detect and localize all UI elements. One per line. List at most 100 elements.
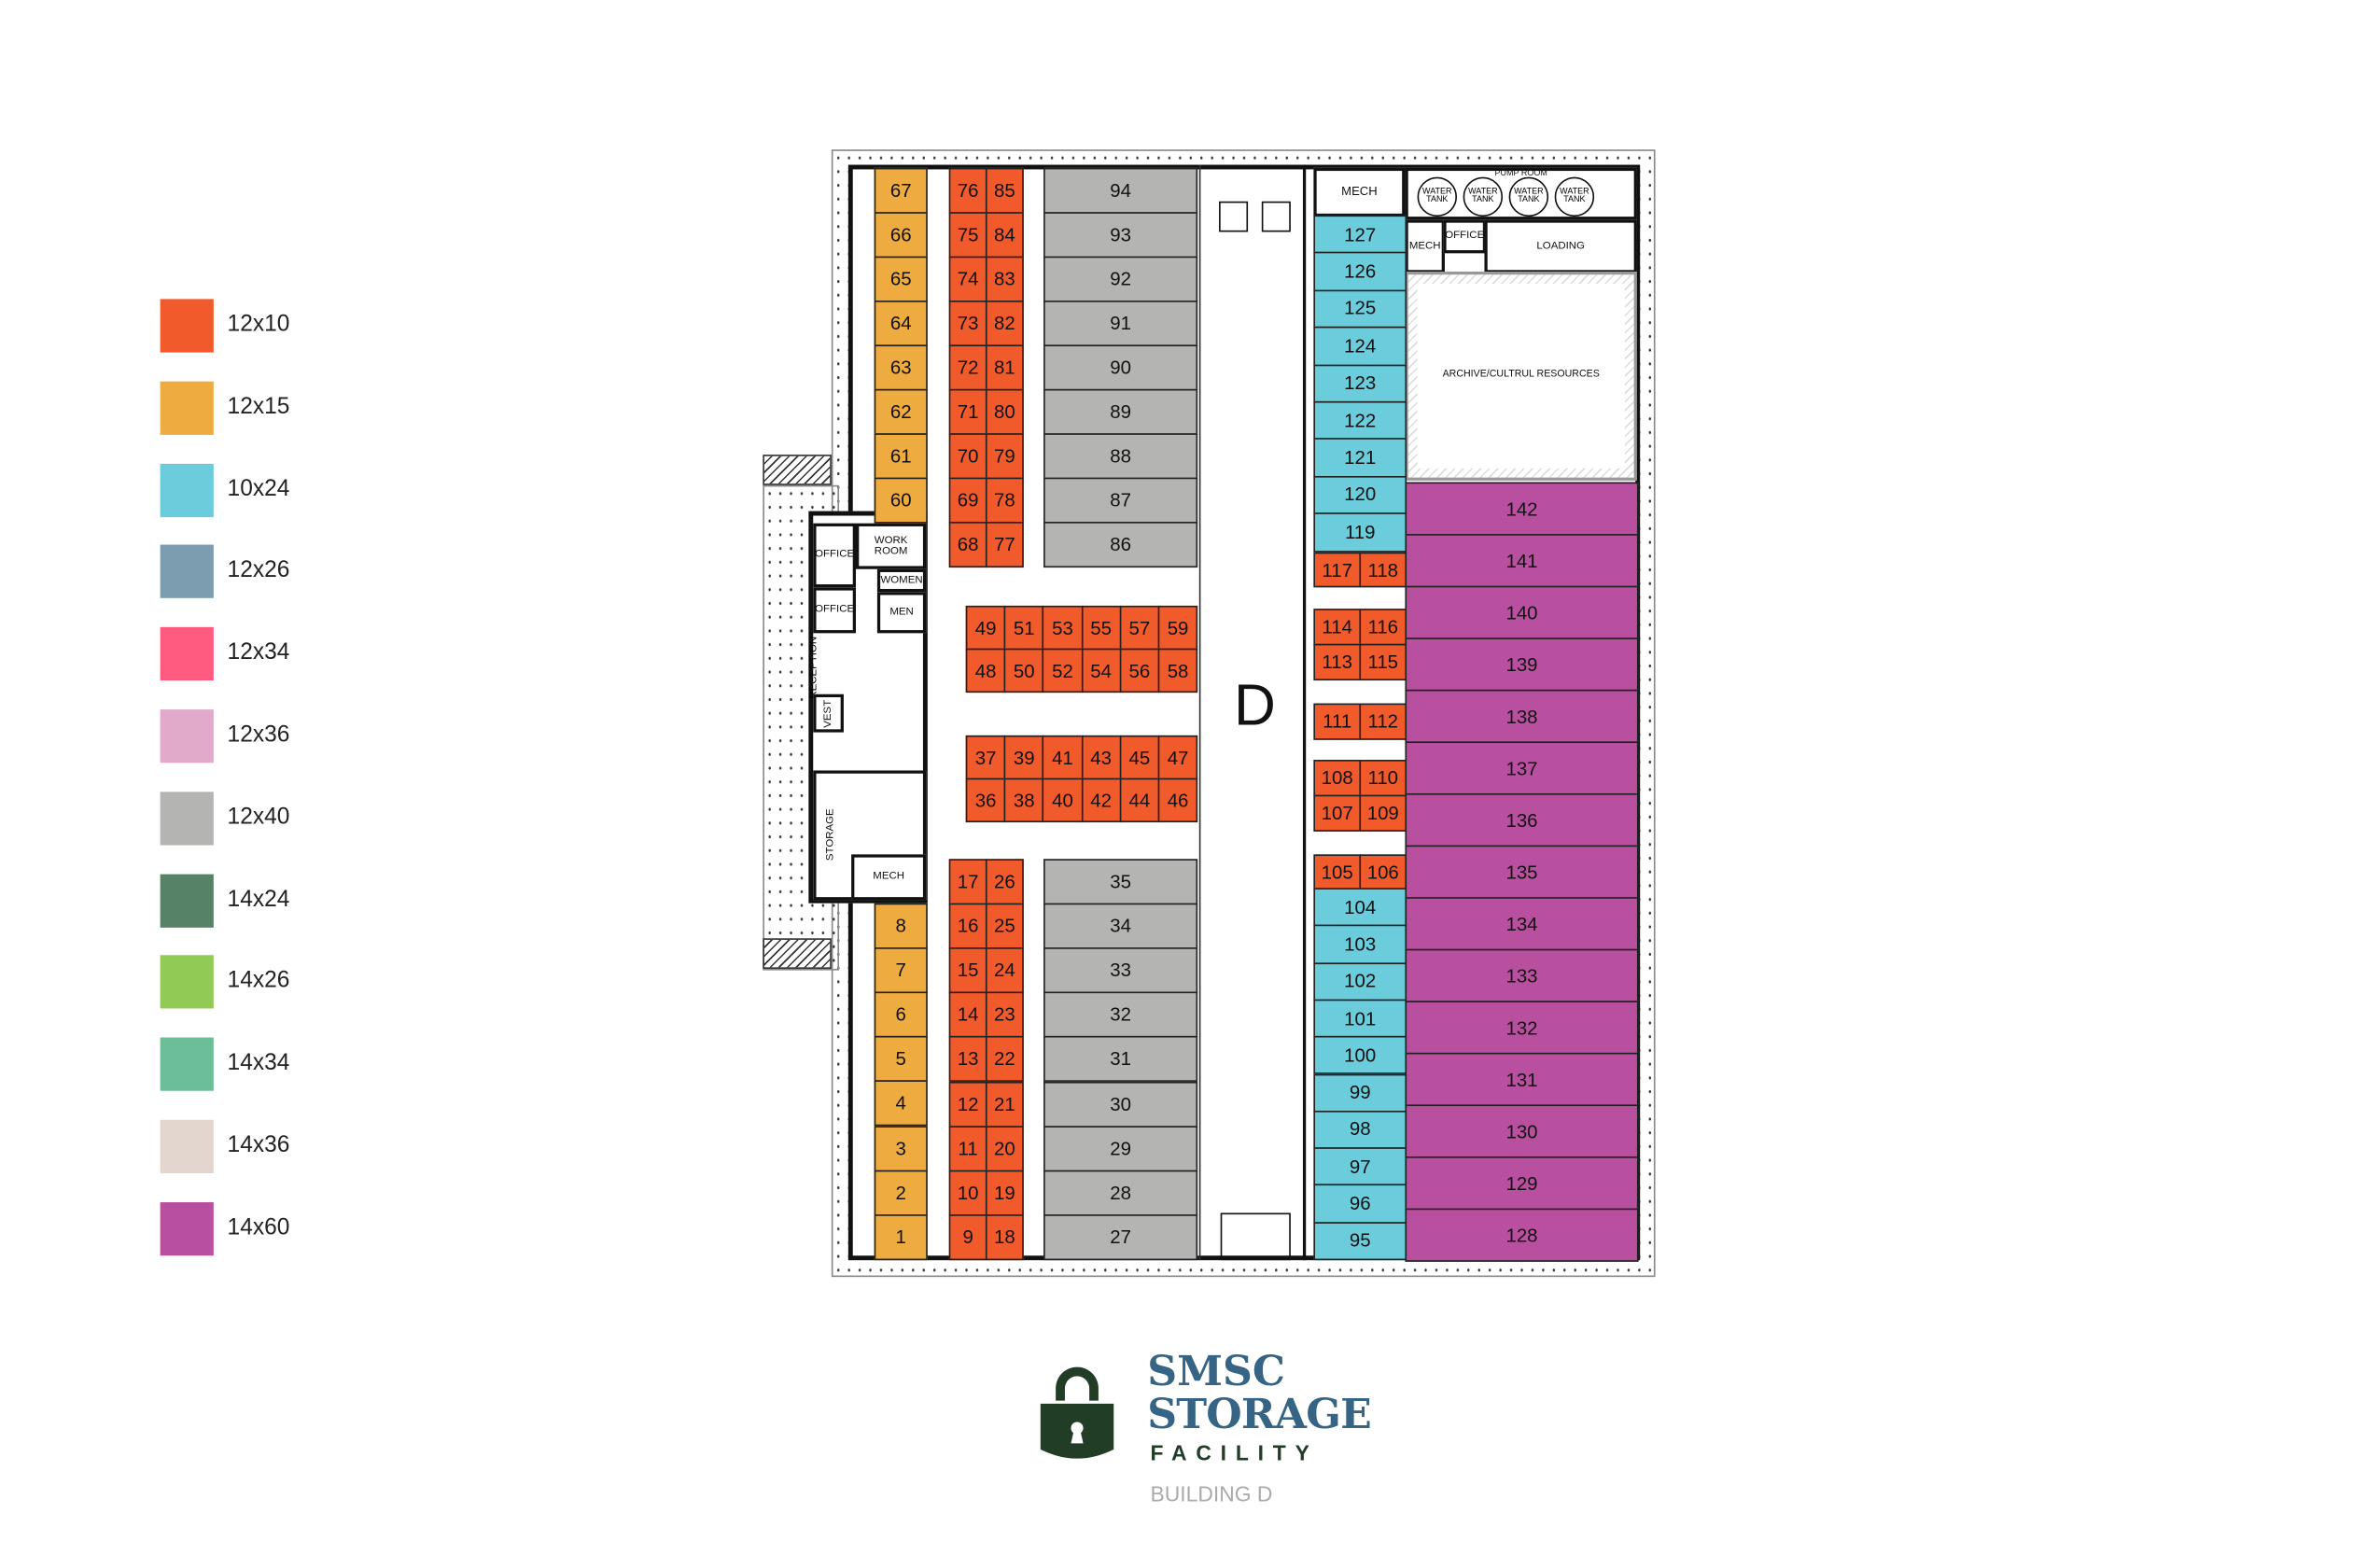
- storage-unit-91[interactable]: 91: [1043, 301, 1198, 347]
- storage-unit-123[interactable]: 123: [1313, 364, 1407, 403]
- storage-unit-83[interactable]: 83: [985, 256, 1024, 302]
- storage-unit-103[interactable]: 103: [1313, 925, 1407, 964]
- storage-unit-81[interactable]: 81: [985, 344, 1024, 391]
- storage-unit-75[interactable]: 75: [948, 212, 987, 259]
- storage-unit-15[interactable]: 15: [948, 947, 987, 994]
- storage-unit-142[interactable]: 142: [1405, 482, 1639, 536]
- storage-unit-50[interactable]: 50: [1003, 648, 1044, 693]
- storage-unit-17[interactable]: 17: [948, 859, 987, 905]
- storage-unit-73[interactable]: 73: [948, 301, 987, 347]
- storage-unit-89[interactable]: 89: [1043, 388, 1198, 435]
- storage-unit-48[interactable]: 48: [965, 648, 1006, 693]
- storage-unit-5[interactable]: 5: [874, 1036, 928, 1083]
- storage-unit-128[interactable]: 128: [1405, 1208, 1639, 1262]
- storage-unit-11[interactable]: 11: [948, 1125, 987, 1171]
- storage-unit-67[interactable]: 67: [874, 167, 928, 214]
- storage-unit-94[interactable]: 94: [1043, 167, 1198, 214]
- storage-unit-54[interactable]: 54: [1081, 648, 1122, 693]
- storage-unit-60[interactable]: 60: [874, 477, 928, 524]
- storage-unit-102[interactable]: 102: [1313, 961, 1407, 1002]
- storage-unit-32[interactable]: 32: [1043, 991, 1198, 1039]
- storage-unit-69[interactable]: 69: [948, 477, 987, 524]
- storage-unit-44[interactable]: 44: [1119, 778, 1160, 823]
- storage-unit-121[interactable]: 121: [1313, 438, 1407, 478]
- storage-unit-119[interactable]: 119: [1313, 512, 1407, 553]
- storage-unit-38[interactable]: 38: [1003, 778, 1044, 823]
- storage-unit-98[interactable]: 98: [1313, 1110, 1407, 1150]
- storage-unit-40[interactable]: 40: [1043, 778, 1083, 823]
- storage-unit-58[interactable]: 58: [1157, 648, 1198, 693]
- storage-unit-66[interactable]: 66: [874, 212, 928, 259]
- storage-unit-136[interactable]: 136: [1405, 792, 1639, 848]
- storage-unit-51[interactable]: 51: [1003, 605, 1044, 651]
- storage-unit-107[interactable]: 107: [1313, 794, 1362, 832]
- storage-unit-30[interactable]: 30: [1043, 1081, 1198, 1128]
- storage-unit-16[interactable]: 16: [948, 903, 987, 950]
- storage-unit-113[interactable]: 113: [1313, 643, 1362, 681]
- storage-unit-108[interactable]: 108: [1313, 760, 1362, 797]
- storage-unit-20[interactable]: 20: [985, 1125, 1024, 1171]
- storage-unit-45[interactable]: 45: [1119, 735, 1160, 780]
- storage-unit-41[interactable]: 41: [1043, 735, 1083, 780]
- storage-unit-79[interactable]: 79: [985, 433, 1024, 480]
- storage-unit-84[interactable]: 84: [985, 212, 1024, 259]
- storage-unit-26[interactable]: 26: [985, 859, 1024, 905]
- storage-unit-57[interactable]: 57: [1119, 605, 1160, 651]
- storage-unit-86[interactable]: 86: [1043, 522, 1198, 568]
- storage-unit-140[interactable]: 140: [1405, 585, 1639, 639]
- storage-unit-118[interactable]: 118: [1359, 552, 1407, 588]
- storage-unit-1[interactable]: 1: [874, 1213, 928, 1260]
- storage-unit-64[interactable]: 64: [874, 301, 928, 347]
- storage-unit-134[interactable]: 134: [1405, 897, 1639, 951]
- storage-unit-129[interactable]: 129: [1405, 1156, 1639, 1211]
- storage-unit-130[interactable]: 130: [1405, 1104, 1639, 1158]
- storage-unit-96[interactable]: 96: [1313, 1184, 1407, 1224]
- storage-unit-117[interactable]: 117: [1313, 552, 1362, 588]
- storage-unit-25[interactable]: 25: [985, 903, 1024, 950]
- storage-unit-34[interactable]: 34: [1043, 903, 1198, 950]
- storage-unit-46[interactable]: 46: [1157, 778, 1198, 823]
- storage-unit-18[interactable]: 18: [985, 1213, 1024, 1261]
- storage-unit-114[interactable]: 114: [1313, 609, 1362, 646]
- storage-unit-52[interactable]: 52: [1043, 648, 1083, 693]
- storage-unit-13[interactable]: 13: [948, 1036, 987, 1083]
- storage-unit-22[interactable]: 22: [985, 1036, 1024, 1083]
- storage-unit-6[interactable]: 6: [874, 991, 928, 1038]
- storage-unit-131[interactable]: 131: [1405, 1052, 1639, 1107]
- storage-unit-35[interactable]: 35: [1043, 859, 1198, 905]
- storage-unit-135[interactable]: 135: [1405, 845, 1639, 899]
- storage-unit-126[interactable]: 126: [1313, 252, 1407, 291]
- storage-unit-53[interactable]: 53: [1043, 605, 1083, 651]
- storage-unit-42[interactable]: 42: [1081, 778, 1122, 823]
- storage-unit-23[interactable]: 23: [985, 991, 1024, 1039]
- storage-unit-110[interactable]: 110: [1359, 760, 1407, 797]
- storage-unit-55[interactable]: 55: [1081, 605, 1122, 651]
- storage-unit-27[interactable]: 27: [1043, 1213, 1198, 1261]
- storage-unit-9[interactable]: 9: [948, 1213, 987, 1261]
- storage-unit-39[interactable]: 39: [1003, 735, 1044, 780]
- storage-unit-76[interactable]: 76: [948, 167, 987, 214]
- storage-unit-70[interactable]: 70: [948, 433, 987, 480]
- storage-unit-138[interactable]: 138: [1405, 689, 1639, 744]
- storage-unit-71[interactable]: 71: [948, 388, 987, 435]
- storage-unit-116[interactable]: 116: [1359, 609, 1407, 646]
- storage-unit-95[interactable]: 95: [1313, 1221, 1407, 1261]
- storage-unit-74[interactable]: 74: [948, 256, 987, 302]
- storage-unit-99[interactable]: 99: [1313, 1072, 1407, 1113]
- storage-unit-62[interactable]: 62: [874, 388, 928, 435]
- storage-unit-47[interactable]: 47: [1157, 735, 1198, 780]
- storage-unit-24[interactable]: 24: [985, 947, 1024, 994]
- storage-unit-115[interactable]: 115: [1359, 643, 1407, 681]
- storage-unit-100[interactable]: 100: [1313, 1036, 1407, 1075]
- storage-unit-124[interactable]: 124: [1313, 327, 1407, 366]
- storage-unit-120[interactable]: 120: [1313, 475, 1407, 515]
- storage-unit-12[interactable]: 12: [948, 1081, 987, 1128]
- storage-unit-92[interactable]: 92: [1043, 256, 1198, 302]
- storage-unit-87[interactable]: 87: [1043, 477, 1198, 524]
- storage-unit-63[interactable]: 63: [874, 344, 928, 391]
- storage-unit-37[interactable]: 37: [965, 735, 1006, 780]
- storage-unit-112[interactable]: 112: [1359, 703, 1407, 740]
- storage-unit-111[interactable]: 111: [1313, 703, 1362, 740]
- storage-unit-141[interactable]: 141: [1405, 534, 1639, 588]
- storage-unit-122[interactable]: 122: [1313, 400, 1407, 441]
